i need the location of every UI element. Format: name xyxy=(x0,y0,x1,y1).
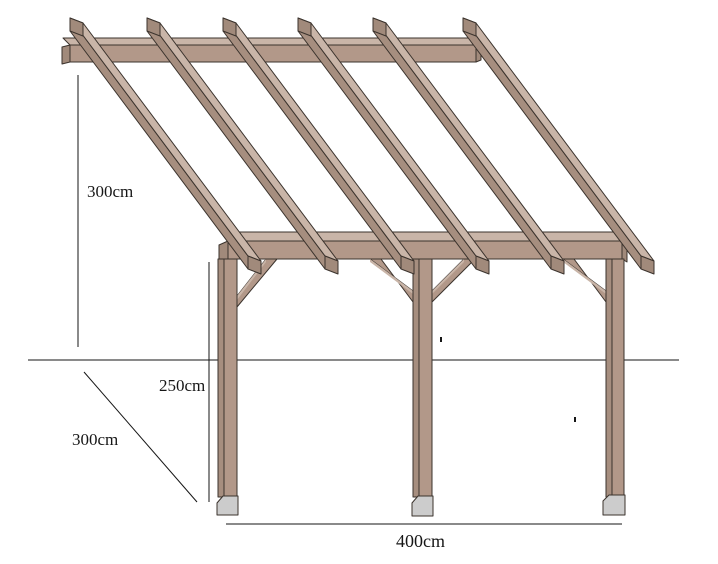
rafter-bottom-end-cap xyxy=(640,255,655,275)
rafter-1 xyxy=(69,17,262,275)
ledger-top-face xyxy=(62,37,477,46)
rafter-top-end-cap xyxy=(222,17,237,37)
dimension-labels: 300cm 250cm 300cm 400cm xyxy=(72,182,445,551)
tick-mark xyxy=(440,337,442,342)
beam-front-face xyxy=(227,240,623,260)
middle-post-footing xyxy=(411,495,434,517)
ledger-left-end-cap xyxy=(61,44,71,65)
rafter-6 xyxy=(462,17,655,275)
rafter-bottom-end-cap xyxy=(247,255,262,275)
front-beam xyxy=(218,231,628,264)
rafter-bottom-end-cap xyxy=(550,255,565,275)
depth-dimension-line xyxy=(83,371,198,503)
dimension-lines xyxy=(28,75,679,525)
rafter-4 xyxy=(297,17,490,275)
rafter-5 xyxy=(372,17,565,275)
depth-label: 300cm xyxy=(72,430,118,449)
wall-height-label: 300cm xyxy=(87,182,133,201)
rafter-top-end-cap xyxy=(372,17,387,37)
rafter-top-end-cap xyxy=(69,17,84,37)
tick-mark xyxy=(574,417,576,422)
post-height-label: 250cm xyxy=(159,376,205,395)
right-post-brace xyxy=(562,258,607,303)
rafter-3 xyxy=(222,17,415,275)
rafters xyxy=(69,17,655,275)
middle-post xyxy=(411,258,434,517)
rafter-top-end-cap xyxy=(146,17,161,37)
left-post xyxy=(216,258,239,516)
posts xyxy=(216,258,626,517)
wall-ledger-beam xyxy=(61,37,482,65)
rafter-bottom-end-cap xyxy=(400,255,415,275)
rafter-top-end-cap xyxy=(462,17,477,37)
rafter-top-end-cap xyxy=(297,17,312,37)
rafter-bottom-end-cap xyxy=(475,255,490,275)
beam-top-face xyxy=(220,231,623,242)
ledger-front-face xyxy=(69,44,477,63)
right-post xyxy=(602,258,626,516)
rafter-2 xyxy=(146,17,339,275)
width-label: 400cm xyxy=(396,531,445,551)
rafter-bottom-end-cap xyxy=(324,255,339,275)
left-post-footing xyxy=(216,495,239,516)
middle-post-right-brace xyxy=(431,258,476,303)
braces xyxy=(236,258,607,308)
right-post-footing xyxy=(602,494,626,516)
